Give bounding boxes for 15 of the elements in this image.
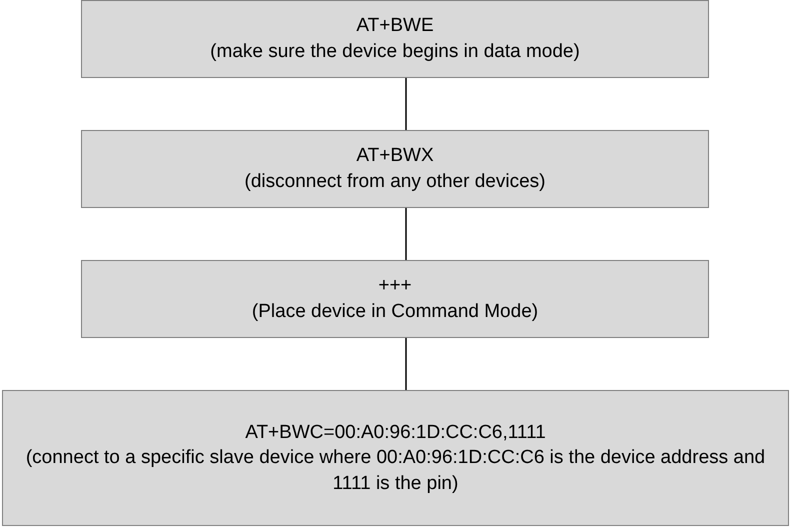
command-text: +++ bbox=[378, 274, 412, 298]
process-box bbox=[81, 260, 709, 338]
connector-line bbox=[405, 338, 407, 390]
process-box bbox=[81, 0, 709, 78]
description-text: (connect to a specific slave device where 00:A0:96:1D:CC:C6 is the device address and 1111 is the pin) bbox=[24, 446, 766, 496]
process-box bbox=[81, 130, 709, 208]
connector-line bbox=[405, 78, 407, 130]
process-box bbox=[2, 390, 789, 526]
description-text: (Place device in Command Mode) bbox=[252, 300, 538, 324]
command-text: AT+BWE bbox=[356, 14, 434, 38]
connector-line bbox=[405, 208, 407, 260]
description-text: (make sure the device begins in data mode) bbox=[210, 40, 580, 64]
command-text: AT+BWC=00:A0:96:1D:CC:C6,1111 bbox=[245, 420, 546, 445]
command-text: AT+BWX bbox=[356, 144, 434, 168]
description-text: (disconnect from any other devices) bbox=[244, 170, 546, 194]
